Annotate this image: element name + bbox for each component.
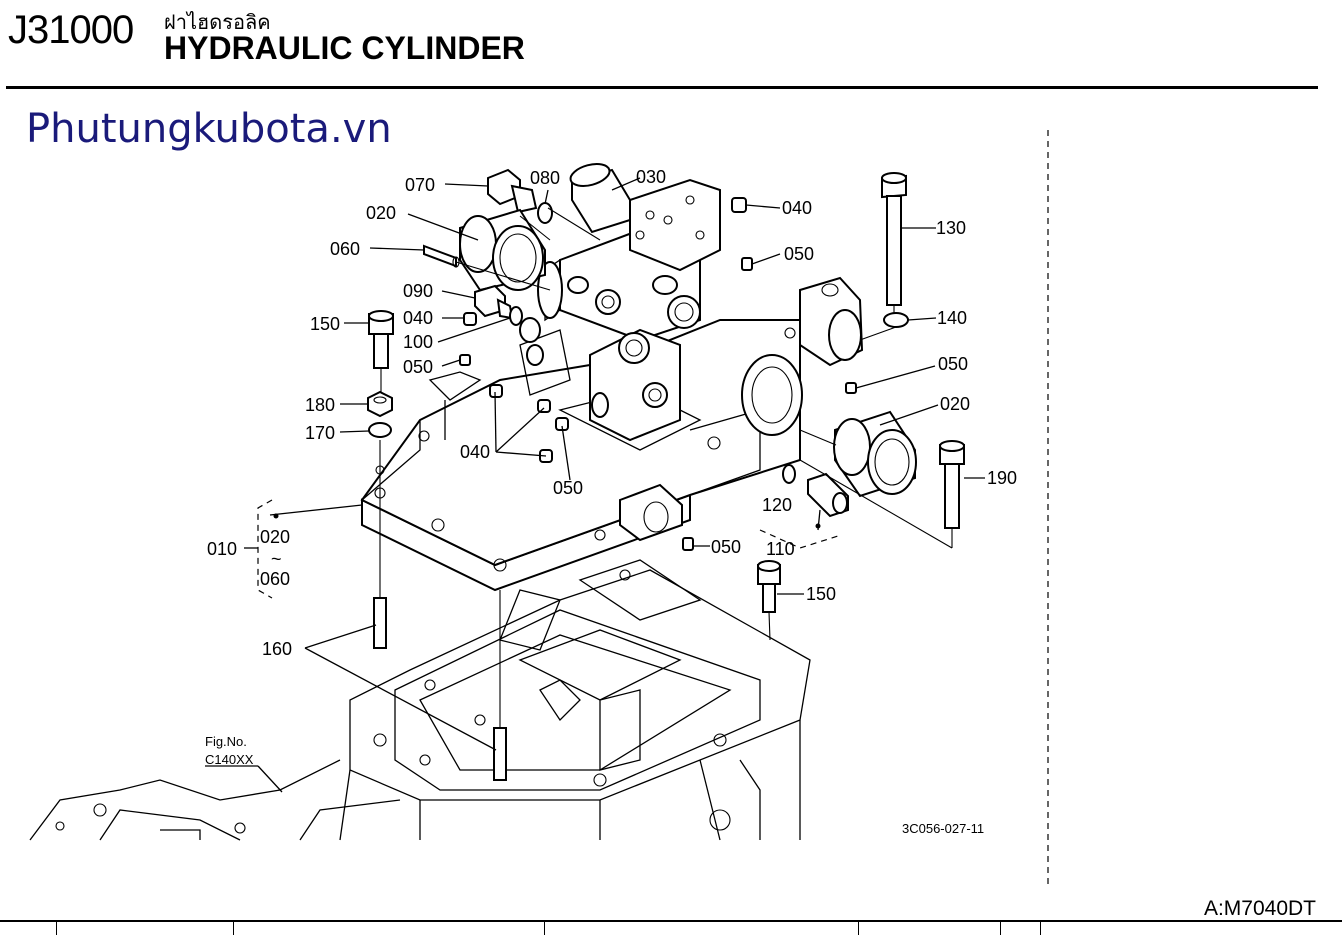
callout-050-left: 050 bbox=[403, 357, 433, 377]
group-bracket-010 bbox=[257, 499, 273, 599]
callout-040-mid: 040 bbox=[460, 442, 490, 462]
part-code: J31000 bbox=[8, 8, 134, 52]
leader-lines bbox=[205, 177, 985, 793]
callout-160: 160 bbox=[262, 639, 292, 659]
bushing-030 bbox=[569, 163, 631, 234]
plug-050-right bbox=[845, 382, 857, 394]
bolt-150-left bbox=[368, 310, 394, 369]
o-ring-100 bbox=[509, 306, 523, 326]
nut-180 bbox=[367, 390, 393, 418]
callout-040-left: 040 bbox=[403, 308, 433, 328]
plug-040-top bbox=[731, 197, 747, 213]
model-code: A:M7040DT bbox=[1203, 897, 1316, 920]
callout-050-mid: 050 bbox=[553, 478, 583, 498]
group-bracket-110 bbox=[759, 529, 839, 549]
callout-020-upper: 020 bbox=[366, 203, 396, 223]
callout-050-right: 050 bbox=[938, 354, 968, 374]
callout-050-bottom: 050 bbox=[711, 537, 741, 557]
valve-block bbox=[519, 178, 721, 442]
callout-060-group: 060 bbox=[260, 569, 290, 589]
callout-070: 070 bbox=[405, 175, 435, 195]
callout-030: 030 bbox=[636, 167, 666, 187]
fitting-110 bbox=[807, 472, 849, 518]
callout-090: 090 bbox=[403, 281, 433, 301]
fitting-070 bbox=[487, 168, 538, 214]
bushing-020-upper bbox=[459, 208, 546, 292]
callout-080: 080 bbox=[530, 168, 560, 188]
callout-190: 190 bbox=[987, 468, 1017, 488]
callout-140: 140 bbox=[937, 308, 967, 328]
drawing-id: 3C056-027-11 bbox=[902, 821, 984, 836]
plug-040-left bbox=[463, 312, 477, 326]
stud-160-b bbox=[493, 727, 507, 781]
callout-040-top: 040 bbox=[782, 198, 812, 218]
bolt-130 bbox=[881, 172, 907, 306]
stud-160-a bbox=[373, 597, 387, 649]
callout-050-top: 050 bbox=[784, 244, 814, 264]
callout-180: 180 bbox=[305, 395, 335, 415]
callout-060-pin: 060 bbox=[330, 239, 360, 259]
transmission-housing bbox=[29, 559, 811, 841]
callout-020-group: 020 bbox=[260, 527, 290, 547]
callout-020-lower: 020 bbox=[940, 394, 970, 414]
fig-no-label: Fig.No. bbox=[205, 734, 247, 749]
bushing-020-lower bbox=[833, 410, 917, 498]
callout-150-right: 150 bbox=[806, 584, 836, 604]
pin-060 bbox=[423, 244, 460, 268]
plug-040-mid-a bbox=[489, 384, 503, 398]
callout-120: 120 bbox=[762, 495, 792, 515]
bracket-dot-110 bbox=[815, 523, 821, 529]
header-rule bbox=[6, 86, 1318, 89]
o-ring-120 bbox=[782, 464, 796, 484]
table-divider bbox=[1000, 922, 1001, 935]
washer-140 bbox=[883, 312, 909, 328]
table-divider bbox=[56, 922, 57, 935]
table-divider bbox=[544, 922, 545, 935]
callout-110: 110 bbox=[766, 539, 795, 559]
fig-ref: C140XX bbox=[205, 752, 254, 767]
footer-rule bbox=[0, 920, 1342, 922]
table-divider bbox=[1040, 922, 1041, 935]
callout-150-left: 150 bbox=[310, 314, 340, 334]
callout-range-tilde: ~ bbox=[271, 549, 282, 569]
bolt-190 bbox=[939, 440, 965, 529]
cylinder-case bbox=[360, 276, 864, 592]
page-title: HYDRAULIC CYLINDER bbox=[164, 30, 525, 66]
bolt-150-right bbox=[757, 560, 781, 613]
thai-title: ฝาไฮดรอลิค bbox=[164, 10, 271, 34]
plug-050-left bbox=[459, 354, 471, 366]
fitting-090 bbox=[474, 284, 514, 320]
plug-050-top bbox=[741, 257, 753, 271]
washer-170 bbox=[368, 422, 392, 438]
table-divider bbox=[858, 922, 859, 935]
plug-050-bottom bbox=[682, 537, 694, 551]
bracket-dot-010 bbox=[273, 513, 279, 519]
table-divider bbox=[233, 922, 234, 935]
watermark-text: Phutungkubota.vn bbox=[26, 106, 392, 152]
callout-100: 100 bbox=[403, 332, 433, 352]
callout-170: 170 bbox=[305, 423, 335, 443]
callout-010: 010 bbox=[207, 539, 237, 559]
o-ring-080 bbox=[537, 202, 553, 224]
callout-130: 130 bbox=[936, 218, 966, 238]
plug-040-mid-b bbox=[537, 399, 551, 413]
